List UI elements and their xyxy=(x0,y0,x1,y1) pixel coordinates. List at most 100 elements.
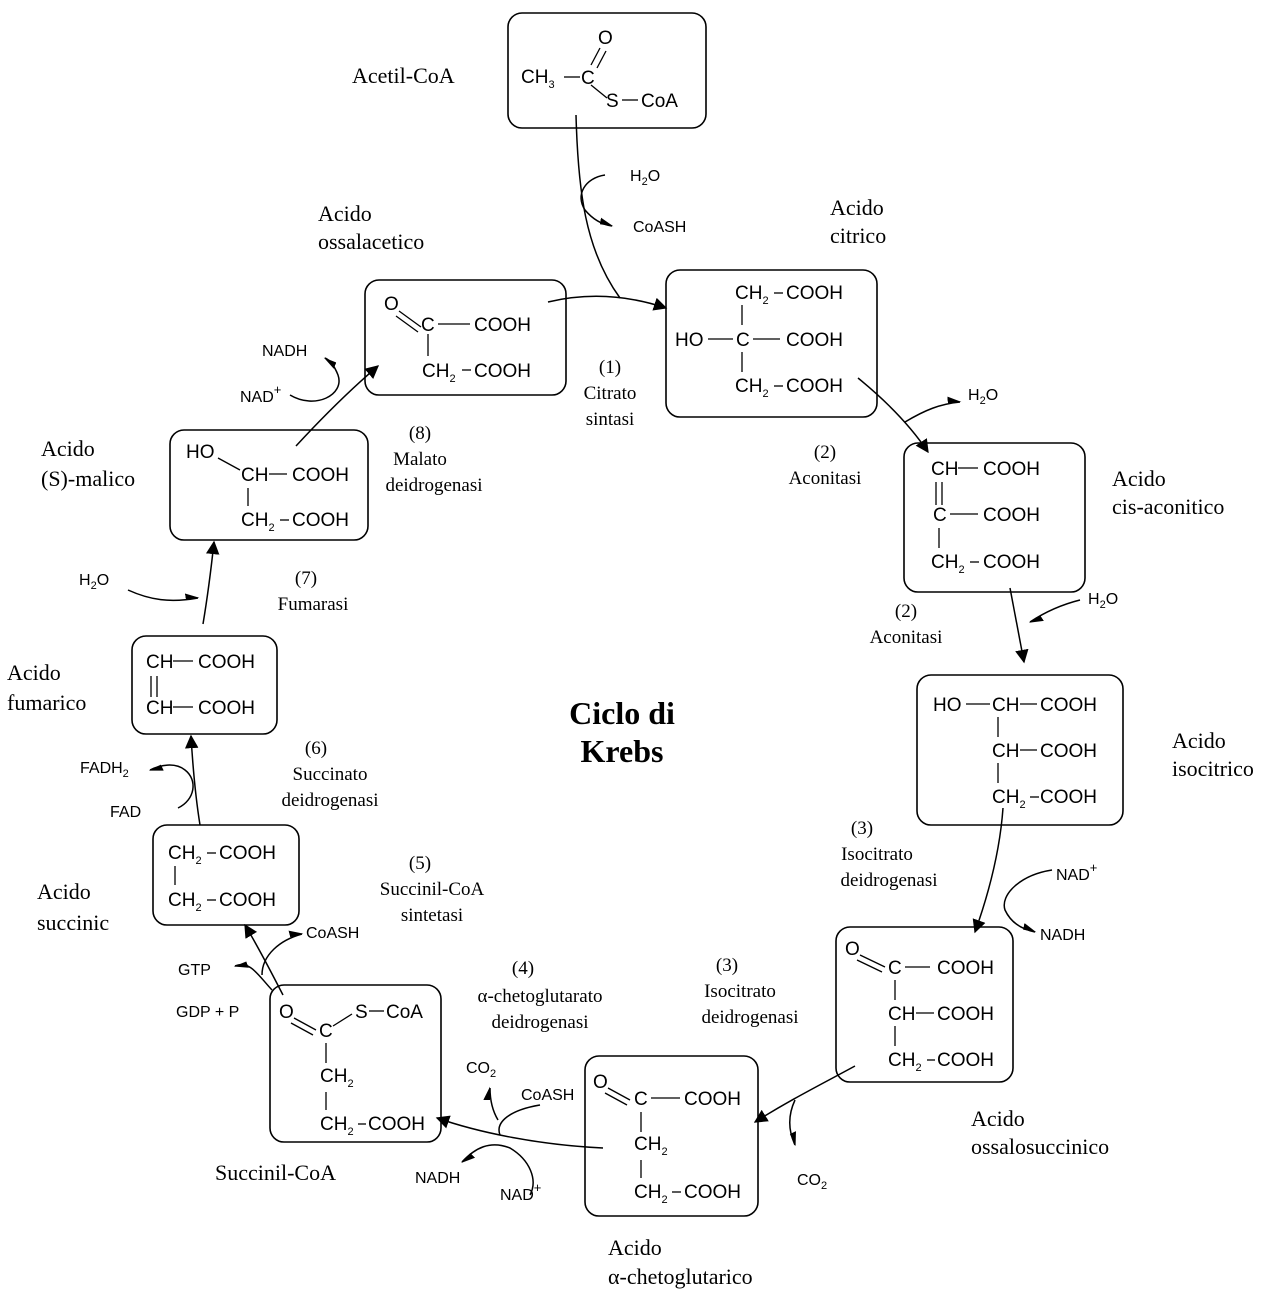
svg-text:C: C xyxy=(933,505,947,526)
enzyme-4-name-2: deidrogenasi xyxy=(491,1012,588,1033)
svg-text:C: C xyxy=(634,1089,648,1110)
svg-text:COOH: COOH xyxy=(983,459,1040,480)
isocitric-acid-molecule: HO CH COOH CH COOH CH2 COOH xyxy=(916,674,1124,826)
cofactor-h2o-1: H2O xyxy=(630,168,660,188)
svg-text:COOH: COOH xyxy=(1040,741,1097,762)
svg-text:CH2: CH2 xyxy=(735,283,769,307)
label-succinic-1: Acido xyxy=(37,879,91,904)
label-isocitric-1: Acido xyxy=(1172,728,1226,753)
enzyme-6-name-2: deidrogenasi xyxy=(281,790,378,811)
svg-text:COOH: COOH xyxy=(684,1089,741,1110)
diagram-title-line1: Ciclo di xyxy=(569,695,675,731)
label-oxalosuccinic-1: Acido xyxy=(971,1106,1025,1131)
enzyme-1-name-2: sintasi xyxy=(586,409,635,430)
label-fumaric-2: fumarico xyxy=(7,690,86,715)
reaction-arrows xyxy=(184,114,1029,1149)
cofactor-nad-3: NAD+ xyxy=(240,382,281,406)
svg-text:COOH: COOH xyxy=(1040,787,1097,808)
cofactor-co2-1: CO2 xyxy=(797,1172,827,1192)
label-succinic-2: succinic xyxy=(37,910,109,935)
cofactor-h2o-4: H2O xyxy=(79,572,109,592)
svg-text:COOH: COOH xyxy=(983,505,1040,526)
enzyme-labels: (1) Citrato sintasi (2) Aconitasi (2) Ac… xyxy=(278,357,943,1033)
enzyme-6-name-1: Succinato xyxy=(293,764,368,785)
enzyme-8-number: (8) xyxy=(409,423,431,444)
svg-text:COOH: COOH xyxy=(786,283,843,304)
cofactor-coash-2: CoASH xyxy=(521,1087,574,1104)
cofactor-nadh-2: NADH xyxy=(415,1170,460,1187)
enzyme-8-name-2: deidrogenasi xyxy=(385,475,482,496)
svg-text:COOH: COOH xyxy=(684,1182,741,1203)
svg-text:O: O xyxy=(845,939,860,960)
svg-text:CoA: CoA xyxy=(386,1002,423,1023)
svg-text:S: S xyxy=(355,1002,368,1023)
enzyme-2a-name: Aconitasi xyxy=(789,468,862,489)
enzyme-5-name-1: Succinil-CoA xyxy=(380,879,485,900)
svg-text:CH2: CH2 xyxy=(992,787,1026,811)
enzyme-1-name-1: Citrato xyxy=(584,383,637,404)
alpha-ketoglutaric-acid-molecule: O C COOH CH2 CH2 COOH xyxy=(584,1055,759,1217)
svg-text:CoA: CoA xyxy=(641,91,678,112)
cofactor-fadh2: FADH2 xyxy=(80,760,129,780)
label-citric-2: citrico xyxy=(830,223,886,248)
label-ketoglutaric-2: α-chetoglutarico xyxy=(608,1264,753,1289)
cofactor-nad-1: NAD+ xyxy=(1056,860,1097,884)
svg-text:CH2: CH2 xyxy=(168,890,202,914)
label-citric-1: Acido xyxy=(830,195,884,220)
svg-text:O: O xyxy=(384,294,399,315)
enzyme-7-number: (7) xyxy=(295,568,317,589)
enzyme-3b-number: (3) xyxy=(716,955,738,976)
svg-text:CH2: CH2 xyxy=(888,1050,922,1074)
enzyme-3a-name-1: Isocitrato xyxy=(841,844,913,865)
cofactor-nadh-1: NADH xyxy=(1040,927,1085,944)
svg-text:CH2: CH2 xyxy=(931,552,965,576)
oxalosuccinic-acid-molecule: O C COOH CH COOH CH2 COOH xyxy=(835,926,1014,1083)
cofactor-gdp: GDP + P xyxy=(176,1004,239,1021)
enzyme-3a-number: (3) xyxy=(851,818,873,839)
svg-text:CH: CH xyxy=(241,465,268,486)
svg-text:COOH: COOH xyxy=(198,652,255,673)
enzyme-4-number: (4) xyxy=(512,958,534,979)
enzyme-2b-name: Aconitasi xyxy=(870,627,943,648)
label-succinyl-coa: Succinil-CoA xyxy=(215,1160,336,1185)
svg-text:COOH: COOH xyxy=(292,465,349,486)
acetyl-coa-molecule: CH3 C O S CoA xyxy=(507,12,707,129)
cofactor-h2o-2: H2O xyxy=(968,387,998,407)
svg-text:COOH: COOH xyxy=(474,361,531,382)
enzyme-3b-name-2: deidrogenasi xyxy=(701,1007,798,1028)
svg-text:O: O xyxy=(593,1072,608,1093)
svg-text:C: C xyxy=(319,1021,333,1042)
svg-text:CH3: CH3 xyxy=(521,67,555,91)
svg-text:CH: CH xyxy=(931,459,958,480)
svg-text:COOH: COOH xyxy=(937,1050,994,1071)
cofactor-coash-1: CoASH xyxy=(633,219,686,236)
label-cis-aconitic-1: Acido xyxy=(1112,466,1166,491)
cofactor-h2o-3: H2O xyxy=(1088,591,1118,611)
svg-text:S: S xyxy=(606,91,619,112)
label-cis-aconitic-2: cis-aconitico xyxy=(1112,494,1224,519)
cofactor-nadh-3: NADH xyxy=(262,343,307,360)
diagram-title-line2: Krebs xyxy=(581,733,664,769)
label-oxalosuccinic-2: ossalosuccinico xyxy=(971,1134,1109,1159)
svg-text:O: O xyxy=(598,28,613,49)
svg-text:COOH: COOH xyxy=(983,552,1040,573)
enzyme-3a-name-2: deidrogenasi xyxy=(840,870,937,891)
label-fumaric-1: Acido xyxy=(7,660,61,685)
cis-aconitic-acid-molecule: CH COOH C COOH CH2 COOH xyxy=(903,442,1086,593)
svg-text:COOH: COOH xyxy=(219,843,276,864)
succinyl-coa-molecule: O C S CoA CH2 CH2 COOH xyxy=(269,984,442,1143)
svg-text:CH: CH xyxy=(146,652,173,673)
svg-text:CH: CH xyxy=(992,695,1019,716)
svg-text:CH2: CH2 xyxy=(320,1066,354,1090)
fumaric-acid-molecule: CH COOH CH COOH xyxy=(131,635,278,735)
enzyme-5-number: (5) xyxy=(409,853,431,874)
svg-text:CH: CH xyxy=(992,741,1019,762)
succinic-acid-molecule: CH2 COOH CH2 COOH xyxy=(152,824,300,926)
svg-text:COOH: COOH xyxy=(786,376,843,397)
enzyme-2b-number: (2) xyxy=(895,601,917,622)
cofactor-fad: FAD xyxy=(110,804,141,821)
oxaloacetic-acid-molecule: O C COOH CH2 COOH xyxy=(364,279,567,396)
svg-text:C: C xyxy=(421,315,435,336)
label-oxaloacetic-1: Acido xyxy=(318,201,372,226)
